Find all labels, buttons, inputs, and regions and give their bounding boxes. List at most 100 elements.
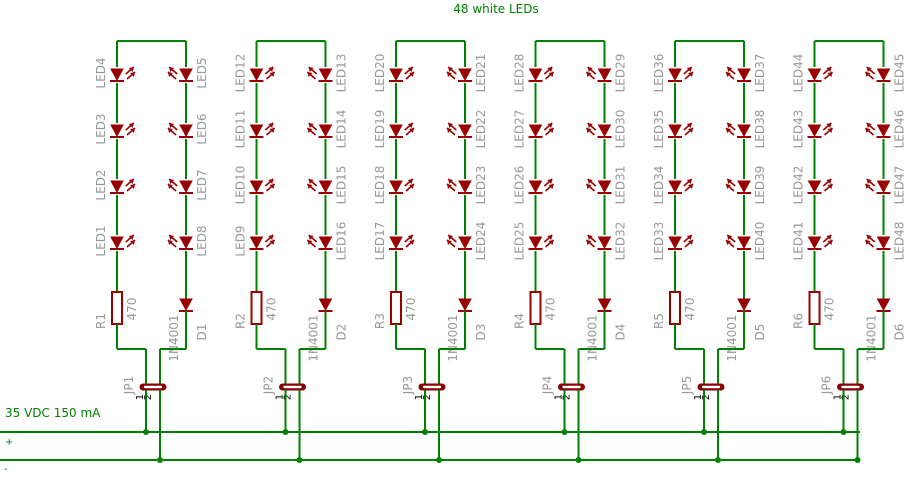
resistor-label: R4 [513, 313, 527, 329]
light-arrow-head [409, 72, 414, 77]
light-arrow-head [268, 179, 274, 184]
led-label: LED40 [753, 222, 767, 261]
light-arrow-head [686, 123, 692, 128]
led-strings: LED4LED3LED2LED1LED5LED6LED7LED8R1470D11… [94, 40, 907, 463]
diode-triangle [807, 180, 822, 194]
light-arrow-head [866, 123, 872, 128]
diode-triangle [318, 180, 333, 194]
led-right [167, 234, 193, 250]
led-left [389, 122, 415, 138]
led-right [167, 122, 193, 138]
led-string-4: LED28LED27LED26LED25LED29LED30LED31LED32… [513, 40, 628, 463]
led-label: LED22 [474, 110, 488, 149]
supply-rails [0, 431, 860, 461]
light-arrow-head [407, 179, 413, 184]
jumper-pin-1: 1 [135, 394, 146, 400]
diode-triangle [668, 180, 682, 194]
led-label: LED25 [513, 222, 527, 261]
light-arrow-head [547, 67, 553, 72]
led-label: LED28 [513, 54, 527, 93]
diode-triangle [876, 298, 891, 312]
light-arrow-head [727, 235, 733, 240]
led-label: LED12 [234, 54, 248, 93]
light-arrow-head [726, 128, 731, 133]
light-arrow-head [168, 128, 173, 133]
light-arrow-head [448, 67, 454, 72]
light-arrow-head [826, 67, 832, 72]
led-label: LED34 [652, 166, 666, 205]
light-arrow-head [128, 235, 134, 240]
minus-rail-label: - [4, 464, 8, 475]
led-right [864, 122, 891, 138]
light-arrow-head [447, 240, 452, 245]
diode-triangle [110, 236, 124, 250]
led-label: LED21 [474, 54, 488, 93]
light-arrow-head [547, 179, 553, 184]
diode-triangle [179, 180, 193, 194]
led-label: LED10 [234, 166, 248, 205]
light-arrow-head [168, 184, 173, 189]
light-arrow-head [169, 67, 175, 72]
led-right [306, 234, 333, 250]
light-arrow-head [865, 72, 871, 77]
resistor-value: 470 [823, 298, 837, 321]
diode-triangle [528, 236, 543, 250]
led-label: LED3 [94, 113, 108, 144]
led-left [528, 122, 555, 138]
light-arrow-head [128, 179, 134, 184]
led-label: LED23 [474, 166, 488, 205]
diode-triangle [807, 124, 822, 138]
led-label: LED37 [753, 54, 767, 93]
light-arrow-head [727, 67, 733, 72]
junction-dot [422, 429, 428, 435]
light-arrow-head [826, 123, 832, 128]
jumper-label: JP5 [680, 376, 694, 395]
led-left [668, 122, 694, 138]
diode-label: D4 [614, 324, 628, 341]
diagram-title: 48 white LEDs [453, 2, 539, 16]
led-left [110, 66, 136, 82]
jumper-pin-2: 2 [422, 394, 433, 400]
diode-triangle [318, 68, 333, 82]
led-left [668, 66, 694, 82]
light-arrow-head [826, 179, 832, 184]
junction-dot [436, 457, 442, 463]
led-label: LED4 [94, 57, 108, 88]
led-label: LED16 [335, 222, 349, 261]
light-arrow-head [268, 123, 274, 128]
jumper-pin-2: 2 [143, 394, 154, 400]
diode-label: D3 [474, 324, 488, 341]
diode-value: 1N4001 [865, 314, 879, 361]
jumper-label: JP1 [122, 376, 136, 395]
light-arrow-head [686, 235, 692, 240]
led-right [446, 234, 472, 250]
led-right [446, 178, 472, 194]
led-label: LED47 [893, 166, 907, 205]
led-string-1: LED4LED3LED2LED1LED5LED6LED7LED8R1470D11… [94, 40, 209, 463]
diode-triangle [668, 124, 682, 138]
light-arrow-head [307, 128, 313, 133]
diode-triangle [528, 180, 543, 194]
jumper-pin-1: 1 [833, 394, 844, 400]
jumper-pin-2: 2 [701, 394, 712, 400]
junction-dot [840, 429, 847, 435]
diode-triangle [249, 124, 264, 138]
led-label: LED39 [753, 166, 767, 205]
led-label: LED18 [373, 166, 387, 205]
protection-diode [597, 298, 612, 312]
light-arrow-head [269, 128, 275, 133]
light-arrow-head [547, 235, 553, 240]
diode-triangle [737, 68, 751, 82]
diode-triangle [528, 124, 543, 138]
led-right [167, 178, 193, 194]
light-arrow-head [827, 240, 833, 245]
light-arrow-head [865, 240, 871, 245]
diode-triangle [876, 124, 891, 138]
diode-label: D2 [335, 324, 349, 341]
led-left [528, 178, 555, 194]
resistor-value: 470 [125, 298, 139, 321]
led-left [807, 122, 834, 138]
resistor [390, 291, 402, 325]
diode-triangle [876, 68, 891, 82]
diode-triangle [458, 180, 472, 194]
